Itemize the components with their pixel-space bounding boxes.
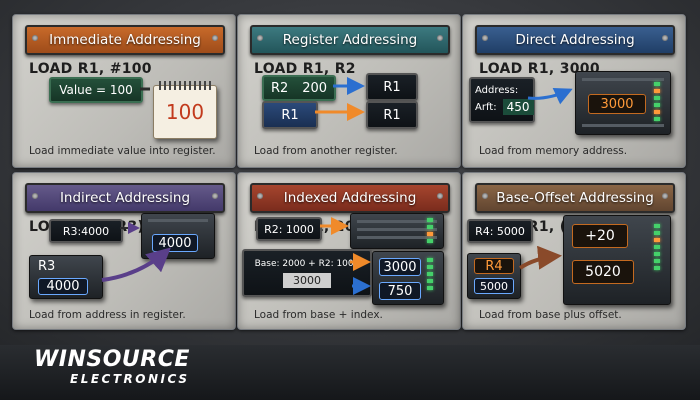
- brand-subtitle: ELECTRONICS: [70, 372, 190, 386]
- value-box: Value = 100: [49, 77, 143, 103]
- register-r2-box: R2 200: [262, 75, 336, 101]
- target-address: 3000: [379, 258, 421, 276]
- panel-title: Direct Addressing: [475, 25, 675, 55]
- address-label: Address:: [475, 85, 519, 96]
- memory-unit-icon: 3000: [575, 71, 671, 135]
- panel-immediate-addressing: Immediate Addressing LOAD R1, #100 Value…: [12, 14, 236, 168]
- register-label: R3: [38, 259, 56, 274]
- register-value: 200: [302, 80, 328, 96]
- panel-title: Immediate Addressing: [25, 25, 225, 55]
- offset-display: +20: [572, 224, 628, 248]
- panel-indirect-addressing: Indirect Addressing LOAD R1, (R3) R3:400…: [12, 172, 236, 330]
- panel-base-offset-addressing: Base-Offset Addressing LOAD R1, (R4+20) …: [462, 172, 686, 330]
- register-r1-box-top: R1: [366, 73, 418, 101]
- panel-title: Indirect Addressing: [25, 183, 225, 213]
- instruction-text: LOAD R1, 3000: [479, 61, 600, 77]
- panel-indexed-addressing: Indexed Addressing LOAD R1, 2000(R2) R2:…: [237, 172, 461, 330]
- panel-description: Load from address in register.: [29, 309, 186, 321]
- memory-display: 4000: [152, 234, 198, 252]
- register-r1-box-bottom: R1: [366, 101, 418, 129]
- calc-expression: Base: 2000 + R2: 1000: [254, 258, 360, 269]
- address-value: 450: [502, 99, 534, 115]
- pointer-register-box: R3:4000: [49, 219, 123, 243]
- panel-description: Load from another register.: [254, 145, 398, 157]
- footer-band: [0, 345, 700, 400]
- panel-register-addressing: Register Addressing LOAD R1, R2 R2 200 R…: [237, 14, 461, 168]
- register-label: R4: [474, 258, 514, 274]
- index-register-box: R2: 1000: [256, 217, 322, 241]
- panel-title: Register Addressing: [250, 25, 450, 55]
- register-r4-icon: R4 5000: [467, 253, 521, 299]
- address-name: Arft:: [475, 101, 497, 113]
- brand-logo: WINSOURCE: [34, 347, 190, 372]
- panel-direct-addressing: Direct Addressing LOAD R1, 3000 Address:…: [462, 14, 686, 168]
- memory-unit-icon: [350, 213, 444, 249]
- register-label: R2: [270, 80, 289, 96]
- calc-sum: 3000: [283, 272, 331, 288]
- memory-unit-icon: +20 5020: [563, 215, 671, 305]
- address-calc-box: Base: 2000 + R2: 1000 3000: [242, 249, 372, 297]
- panel-description: Load from memory address.: [479, 145, 628, 157]
- instruction-text: LOAD R1, #100: [29, 61, 152, 77]
- calendar-value: 100: [165, 100, 205, 124]
- calendar-icon: 100: [153, 81, 217, 139]
- panel-title: Indexed Addressing: [250, 183, 450, 213]
- panel-description: Load from base + index.: [254, 309, 383, 321]
- panel-description: Load immediate value into register.: [29, 145, 216, 157]
- memory-target-icon: 3000 750: [372, 251, 444, 305]
- base-register-box: R4: 5000: [467, 219, 533, 243]
- instruction-text: LOAD R1, R2: [254, 61, 356, 77]
- register-value: 5000: [474, 278, 514, 294]
- memory-display: 3000: [588, 94, 646, 114]
- panel-description: Load from base plus offset.: [479, 309, 622, 321]
- memory-unit-icon: 4000: [141, 213, 215, 259]
- panel-title: Base-Offset Addressing: [475, 183, 675, 213]
- address-box: Address: Arft: 450: [469, 77, 535, 123]
- register-value: 4000: [38, 278, 88, 295]
- result-display: 5020: [572, 260, 634, 284]
- result-value: 750: [379, 282, 421, 300]
- register-r1-source-box: R1: [262, 101, 318, 129]
- register-r3-icon: R3 4000: [29, 255, 103, 299]
